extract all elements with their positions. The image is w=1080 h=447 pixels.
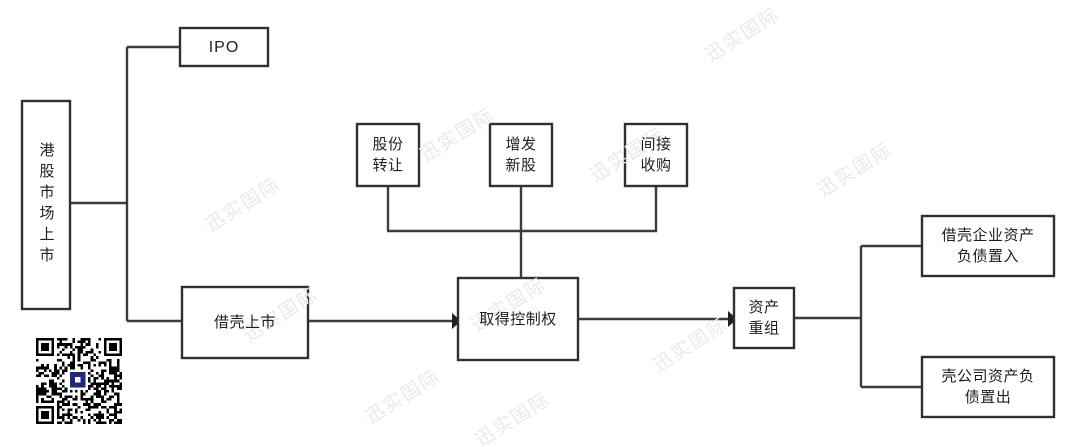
node-box-ipo[interactable] <box>178 26 270 68</box>
node-box-obtain-control[interactable] <box>456 276 580 362</box>
node-box-new-share-issue[interactable] <box>488 122 554 188</box>
arrow-head-backdoor-to-control <box>452 313 461 329</box>
node-box-backdoor-listing[interactable] <box>180 285 310 360</box>
arrow-head-control-to-restructure <box>728 311 737 327</box>
node-box-share-transfer[interactable] <box>355 122 421 188</box>
node-box-assets-out[interactable] <box>920 355 1056 419</box>
qr-code[interactable] <box>36 338 122 424</box>
node-box-indirect-acquisition[interactable] <box>623 122 689 188</box>
qr-code-image <box>36 338 122 424</box>
node-box-market-listing[interactable] <box>20 99 72 311</box>
node-box-asset-restructuring[interactable] <box>732 286 796 350</box>
node-box-assets-in[interactable] <box>920 214 1056 278</box>
node-rectangles-layer <box>20 26 1056 419</box>
connectors-layer <box>70 45 922 389</box>
